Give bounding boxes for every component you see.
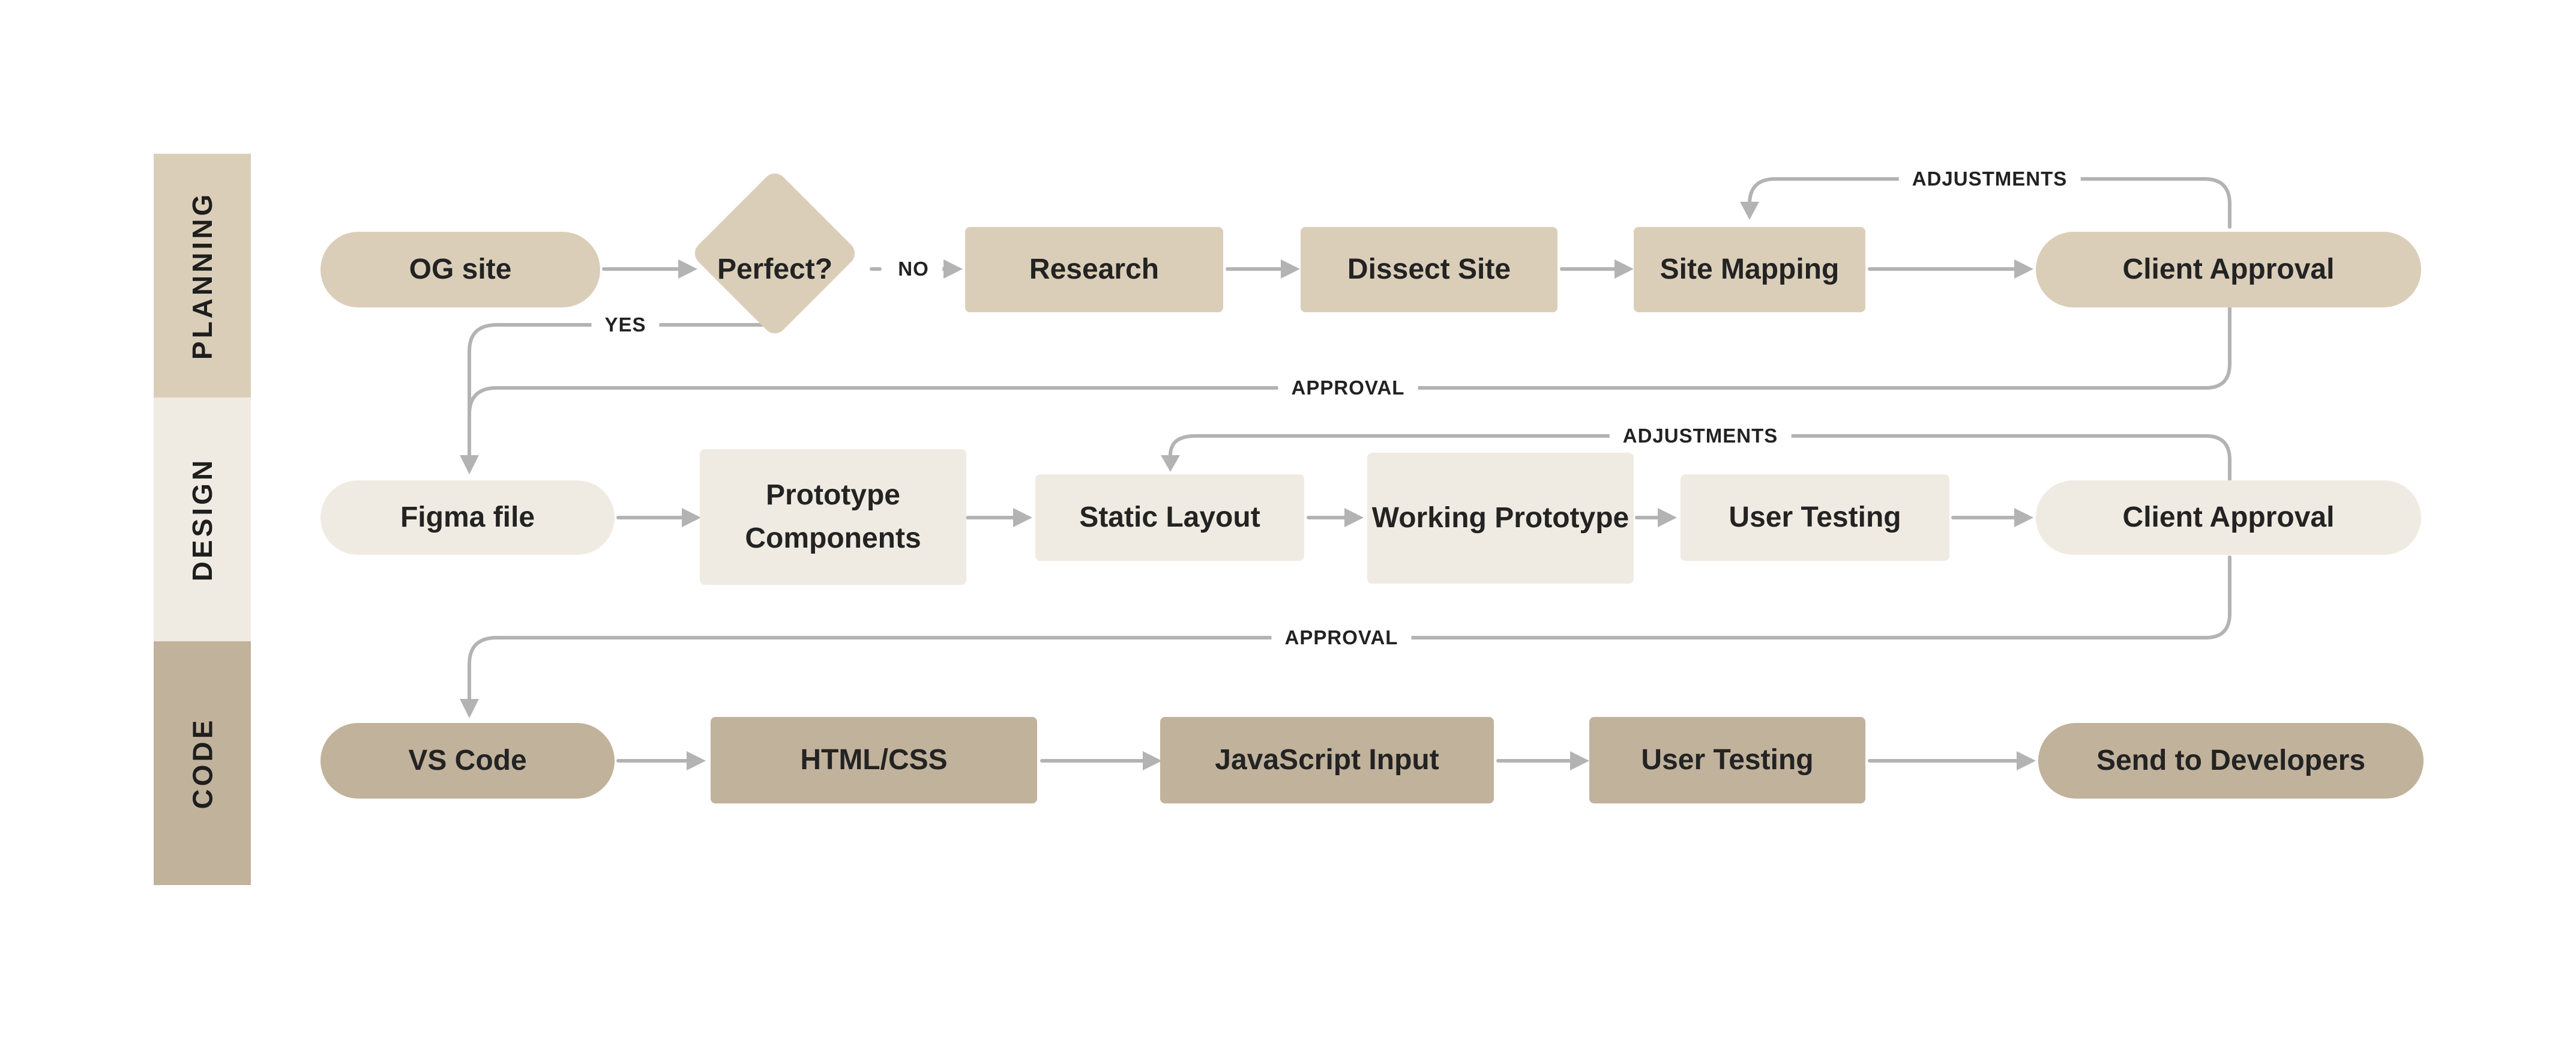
node-og-site: OG site [320,232,600,307]
lane-design-label: DESIGN [187,457,218,582]
edge-label-approval-planning: APPROVAL [1278,376,1418,400]
lane-planning-label: PLANNING [187,191,218,360]
node-dissect-site: Dissect Site [1301,227,1557,312]
node-user-testing-code: User Testing [1589,717,1865,803]
arrow-og-site-to-perfect-head [678,259,697,279]
node-figma-file: Figma file [320,480,615,555]
node-html-css: HTML/CSS [711,717,1037,803]
node-prototype-components: Prototype Components [700,449,966,585]
node-vs-code: VS Code [320,723,615,799]
adjustments-loop-planning [1748,177,2231,229]
lane-code: CODE [154,641,251,885]
adjustments-loop-design [1169,434,2231,481]
node-user-testing-design: User Testing [1681,474,1949,561]
edge-label-adjustments-planning: ADJUSTMENTS [1898,167,2081,191]
node-working-prototype: Working Prototype [1367,453,1634,584]
node-javascript-input: JavaScript Input [1160,717,1494,803]
node-send-to-developers: Send to Developers [2038,723,2424,799]
edge-label-yes: YES [591,313,660,337]
node-perfect-label: Perfect? [717,253,833,285]
lane-design: DESIGN [154,398,251,641]
node-client-approval-design: Client Approval [2036,480,2421,555]
node-research: Research [965,227,1223,312]
lane-code-label: CODE [187,717,218,809]
lane-planning: PLANNING [154,154,251,398]
edge-label-adjustments-design: ADJUSTMENTS [1609,424,1792,448]
edge-label-no: NO [885,257,942,281]
node-site-mapping: Site Mapping [1634,227,1865,312]
approval-connector-design [468,555,2231,702]
edge-label-approval-design: APPROVAL [1271,626,1412,650]
node-client-approval-planning: Client Approval [2036,232,2421,307]
node-static-layout: Static Layout [1035,474,1304,561]
